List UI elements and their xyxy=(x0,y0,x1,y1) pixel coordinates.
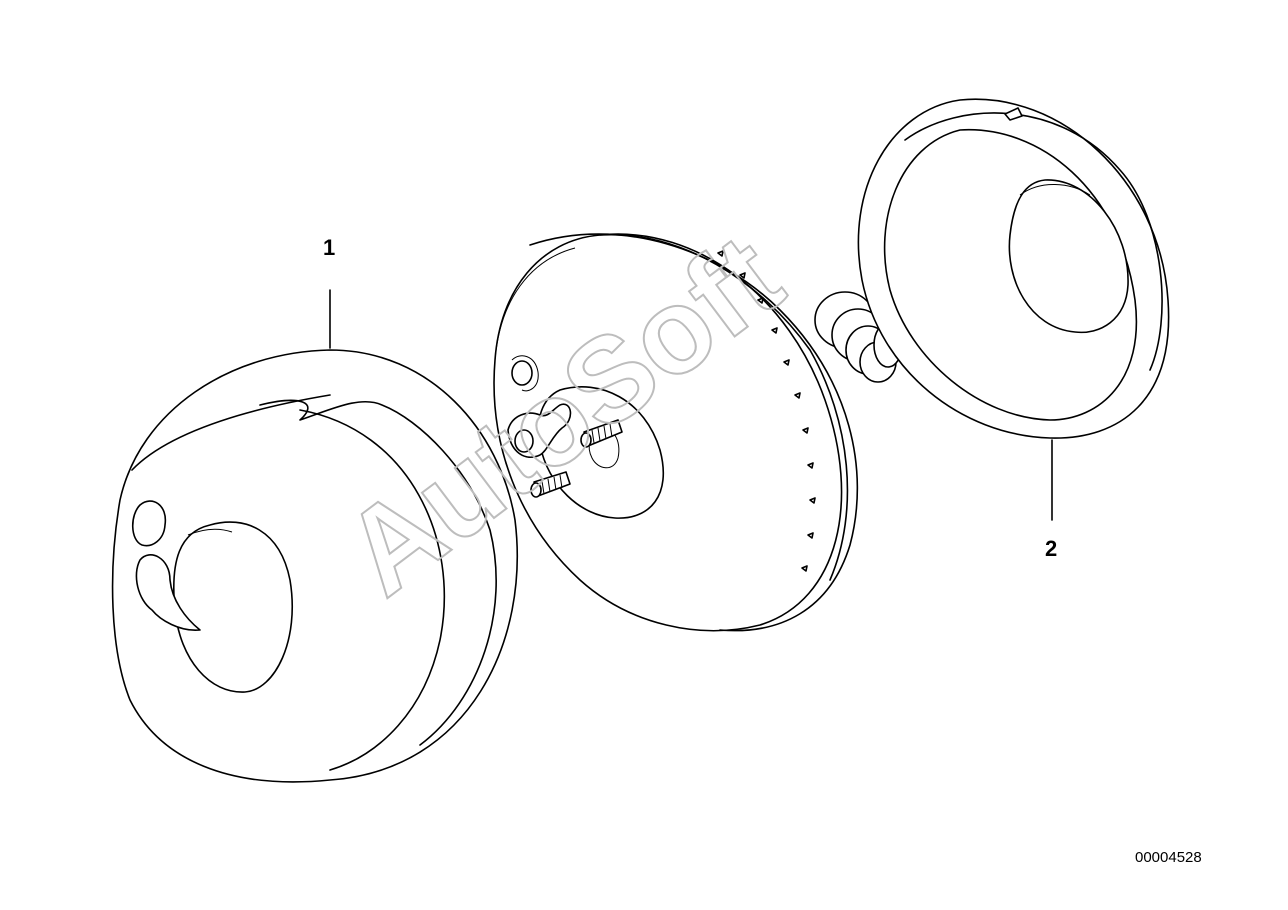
mounting-stud-upper xyxy=(580,419,623,448)
callout-label-1: 1 xyxy=(323,235,335,260)
brake-booster-assembly[interactable] xyxy=(493,233,1006,632)
part-2-rear-cover[interactable] xyxy=(857,98,1170,439)
reference-number: 00004528 xyxy=(1135,849,1202,866)
callout-label-2: 2 xyxy=(1045,536,1057,561)
rim-markers xyxy=(717,250,816,572)
part-1-front-cover[interactable] xyxy=(111,349,519,783)
mounting-stud-lower xyxy=(530,471,571,498)
